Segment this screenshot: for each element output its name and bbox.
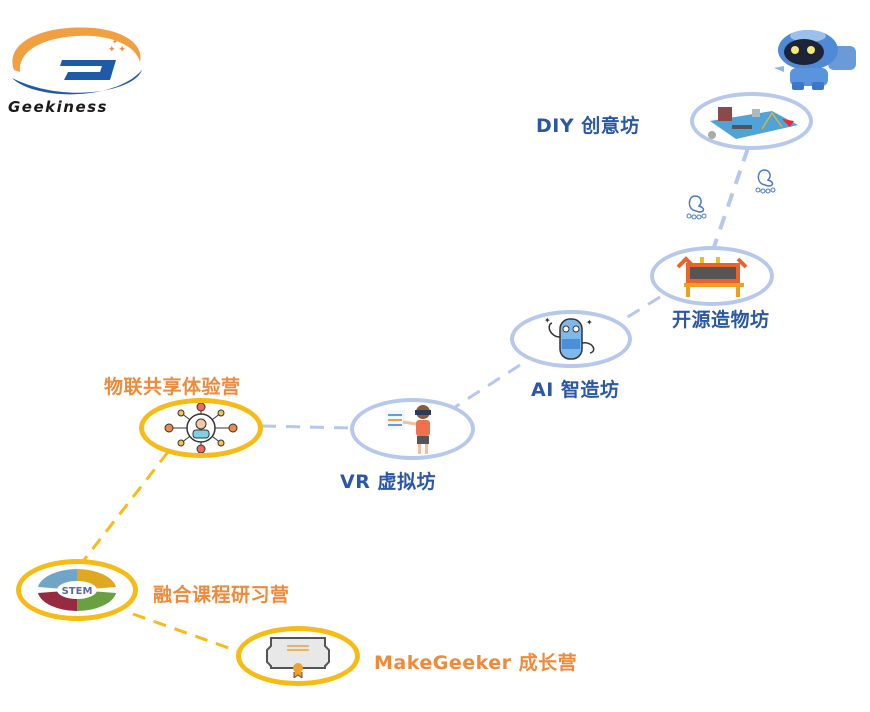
- stem-wheel-icon: STEM: [38, 569, 116, 611]
- label-stem: 融合课程研习营: [153, 584, 290, 606]
- label-diy: DIY 创意坊: [536, 115, 640, 137]
- node-vr[interactable]: [350, 398, 475, 460]
- svg-text:✦ ✦: ✦ ✦: [108, 45, 126, 55]
- robot-mascot-icon: [770, 28, 860, 90]
- node-iot[interactable]: [139, 398, 263, 458]
- connector-diy-opensource: [712, 147, 750, 248]
- geekiness-logo: ✦ ✦ ✦: [4, 22, 146, 98]
- connector-stem-makegeeker: [132, 612, 241, 654]
- label-vr: VR 虚拟坊: [340, 471, 436, 493]
- circuit-board-icon: [707, 107, 798, 139]
- svg-text:✦: ✦: [112, 38, 118, 46]
- label-iot: 物联共享体验营: [104, 376, 241, 398]
- node-makegeeker[interactable]: [236, 626, 360, 686]
- svg-text:✦: ✦: [544, 316, 551, 325]
- node-stem[interactable]: STEM: [16, 559, 138, 621]
- node-ai[interactable]: ✦ ✦: [510, 310, 632, 368]
- node-diy[interactable]: [690, 92, 813, 150]
- footprint-icon: [752, 168, 782, 194]
- stem-text: STEM: [62, 586, 93, 597]
- connector-vr-iot: [261, 424, 353, 430]
- certificate-icon: [266, 637, 330, 678]
- label-makegeeker: MakeGeeker 成长营: [374, 652, 578, 674]
- connector-ai-vr: [454, 363, 521, 409]
- vr-headset-person-icon: [384, 405, 431, 454]
- svg-text:✦: ✦: [586, 318, 593, 327]
- network-person-icon: [164, 403, 238, 453]
- node-opensource[interactable]: [650, 246, 774, 306]
- footprint-icon: [683, 194, 713, 220]
- logo-brand-text: Geekiness: [8, 98, 108, 116]
- label-opensource: 开源造物坊: [672, 309, 770, 331]
- ai-robot-icon: ✦ ✦: [544, 316, 595, 360]
- connector-iot-stem: [82, 451, 170, 561]
- label-ai: AI 智造坊: [531, 379, 620, 401]
- connector-opensource-ai: [625, 295, 661, 320]
- robot-arm-vehicle-icon: [676, 256, 748, 297]
